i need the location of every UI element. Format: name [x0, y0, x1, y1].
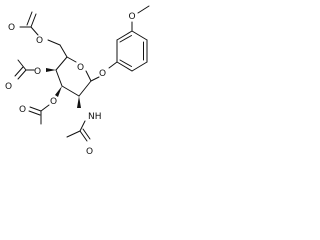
- carbonyl-bond: [28, 110, 41, 116]
- bond: [59, 44, 68, 58]
- acetoxy1-carbonyl-oxygen-label: O: [8, 23, 15, 33]
- amide-carbonyl-oxygen-label: O: [86, 147, 93, 157]
- bond: [55, 56, 68, 71]
- bond: [131, 61, 148, 72]
- carbonyl-bond: [30, 13, 37, 28]
- carbonyl-bond: [14, 66, 24, 77]
- wedge-bond: [55, 86, 62, 97]
- bond: [40, 104, 50, 112]
- methoxy-oxygen-label: O: [129, 12, 136, 22]
- wedge-bond: [77, 96, 81, 108]
- acetoxy3-ether-oxygen-label: O: [50, 97, 57, 107]
- carbonyl-bond: [82, 128, 91, 140]
- carbonyl-bond: [79, 130, 88, 142]
- methyl-bond: [137, 5, 150, 14]
- carbonyl-bond: [26, 11, 33, 26]
- ring-oxygen-label: O: [77, 63, 84, 73]
- bond: [66, 56, 77, 63]
- bond: [78, 80, 92, 97]
- bond: [47, 39, 61, 46]
- glycosidic-oxygen-label: O: [99, 69, 106, 79]
- bond: [116, 61, 133, 72]
- aromatic-inner-bond: [119, 35, 132, 43]
- bond: [17, 59, 27, 71]
- bond: [85, 70, 92, 82]
- pyranose-ring: O: [55, 56, 92, 97]
- bond: [55, 69, 63, 87]
- bond: [108, 61, 118, 69]
- bond: [61, 85, 80, 97]
- wedge-bond: [46, 68, 56, 72]
- bond: [116, 30, 133, 41]
- aromatic-inner-bond: [119, 59, 132, 67]
- bond: [131, 30, 148, 41]
- chemical-structure-diagram: O O O O O O O O O NH O: [5, 5, 150, 157]
- amide-nh-label: NH: [88, 112, 102, 122]
- acetoxy1-ether-oxygen-label: O: [36, 36, 43, 46]
- bond: [79, 120, 86, 132]
- bond: [30, 26, 39, 36]
- bond: [66, 130, 81, 138]
- acetoxy2-ether-oxygen-label: O: [34, 67, 41, 77]
- bond: [90, 76, 100, 82]
- carbonyl-bond: [29, 106, 42, 112]
- carbonyl-bond: [17, 69, 27, 80]
- acetoxy3-carbonyl-oxygen-label: O: [19, 105, 26, 115]
- acetoxy2-carbonyl-oxygen-label: O: [5, 82, 12, 92]
- methoxyphenyl-ring: [116, 30, 148, 72]
